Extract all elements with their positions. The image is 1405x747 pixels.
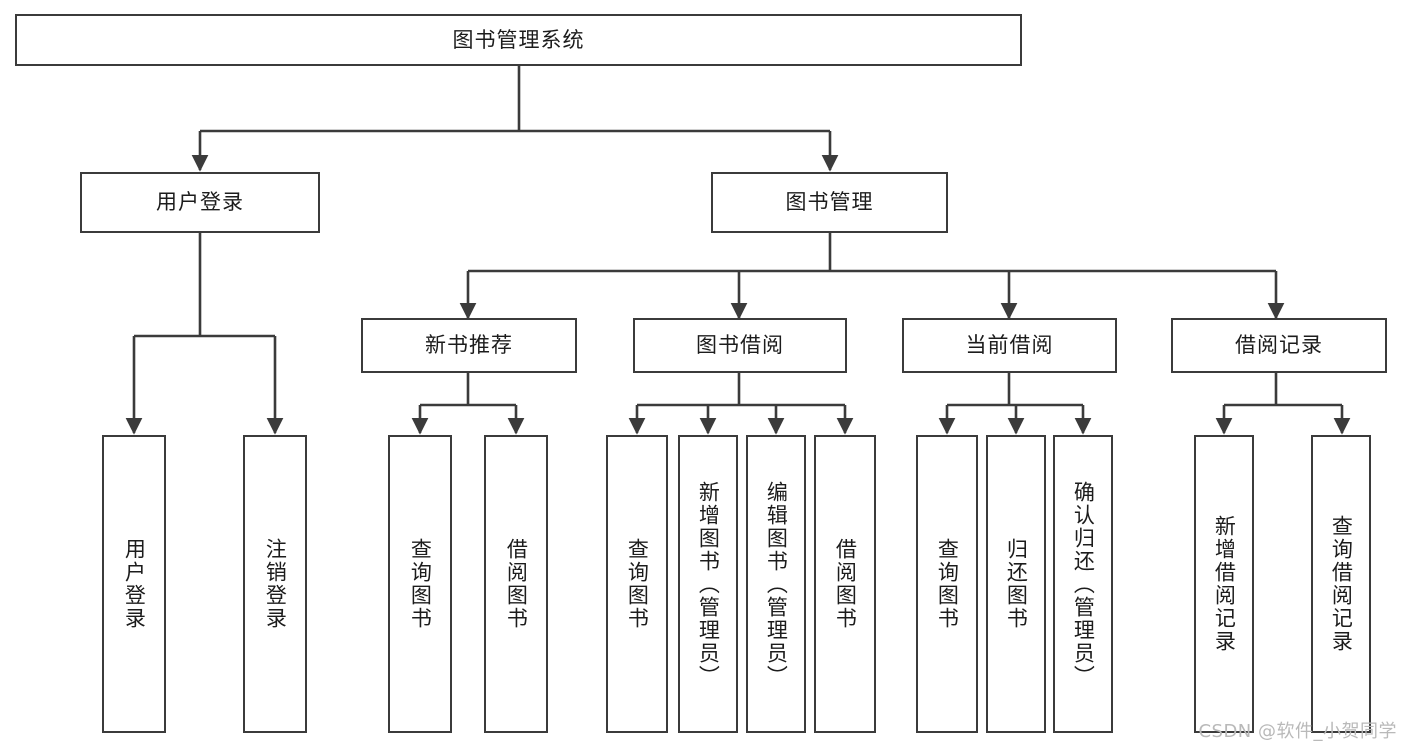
node-book-borrow-label: 图书借阅: [696, 333, 784, 358]
leaf-borrow-book-2[interactable]: 借阅图书: [814, 435, 876, 733]
leaf-query-book-2[interactable]: 查询图书: [606, 435, 668, 733]
leaf-query-book-1-label: 查询图书: [408, 538, 433, 630]
node-user-login[interactable]: 用户登录: [80, 172, 320, 233]
leaf-query-book-3[interactable]: 查询图书: [916, 435, 978, 733]
node-new-book-recommend-label: 新书推荐: [425, 333, 513, 358]
leaf-query-book-2-label: 查询图书: [625, 538, 650, 630]
node-borrow-record[interactable]: 借阅记录: [1171, 318, 1387, 373]
leaf-borrow-book-1-label: 借阅图书: [504, 538, 529, 630]
leaf-query-record-label: 查询借阅记录: [1329, 515, 1354, 653]
node-book-manage[interactable]: 图书管理: [711, 172, 948, 233]
node-book-borrow[interactable]: 图书借阅: [633, 318, 847, 373]
node-user-login-label: 用户登录: [156, 190, 244, 215]
node-borrow-record-label: 借阅记录: [1235, 333, 1323, 358]
leaf-user-login-label: 用户登录: [122, 538, 147, 630]
leaf-edit-book-label: 编辑图书（管理员）: [764, 480, 789, 688]
leaf-add-book[interactable]: 新增图书（管理员）: [678, 435, 738, 733]
leaf-return-book-label: 归还图书: [1004, 538, 1029, 630]
leaf-confirm-return[interactable]: 确认归还（管理员）: [1053, 435, 1113, 733]
leaf-add-record-label: 新增借阅记录: [1212, 515, 1237, 653]
leaf-return-book[interactable]: 归还图书: [986, 435, 1046, 733]
node-new-book-recommend[interactable]: 新书推荐: [361, 318, 577, 373]
leaf-add-book-label: 新增图书（管理员）: [696, 480, 721, 688]
watermark: CSDN @软件_小贺同学: [1198, 721, 1397, 742]
leaf-user-logout[interactable]: 注销登录: [243, 435, 307, 733]
node-current-borrow[interactable]: 当前借阅: [902, 318, 1117, 373]
leaf-user-logout-label: 注销登录: [263, 538, 288, 630]
node-current-borrow-label: 当前借阅: [965, 333, 1054, 358]
leaf-user-login[interactable]: 用户登录: [102, 435, 166, 733]
leaf-borrow-book-1[interactable]: 借阅图书: [484, 435, 548, 733]
leaf-confirm-return-label: 确认归还（管理员）: [1071, 480, 1096, 688]
leaf-borrow-book-2-label: 借阅图书: [833, 538, 858, 630]
leaf-query-book-3-label: 查询图书: [935, 538, 960, 630]
leaf-add-record[interactable]: 新增借阅记录: [1194, 435, 1254, 733]
leaf-query-record[interactable]: 查询借阅记录: [1311, 435, 1371, 733]
leaf-edit-book[interactable]: 编辑图书（管理员）: [746, 435, 806, 733]
leaf-query-book-1[interactable]: 查询图书: [388, 435, 452, 733]
node-book-manage-label: 图书管理: [785, 190, 874, 215]
node-root-label: 图书管理系统: [452, 27, 585, 52]
node-root[interactable]: 图书管理系统: [15, 14, 1022, 66]
